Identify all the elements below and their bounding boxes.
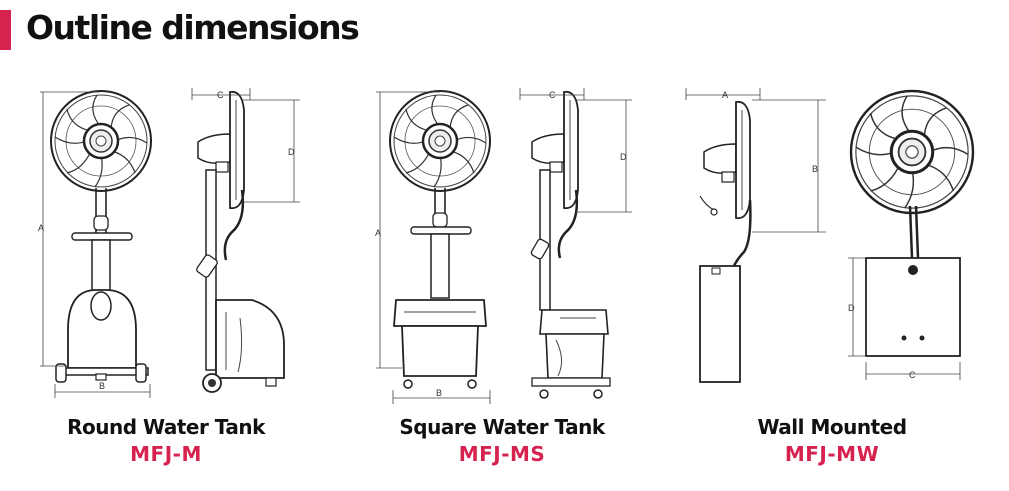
product-model: MFJ-M — [130, 442, 202, 466]
dim-label-a: A — [722, 90, 728, 100]
product-name: Round Water Tank — [67, 415, 265, 439]
fan-head-side — [703, 100, 751, 220]
dim-label-a: A — [38, 223, 44, 233]
round-tank-front-view: A B — [38, 89, 153, 398]
fan-head-side — [197, 90, 245, 210]
page-title: Outline dimensions — [26, 8, 360, 47]
dim-label-c: C — [549, 90, 556, 100]
dim-label-b: B — [812, 164, 818, 174]
dim-label-b: B — [436, 388, 442, 398]
square-tank-front-view: A B — [375, 89, 492, 404]
fan-head-front — [388, 89, 492, 193]
wall-mounted-front-view: D C — [848, 89, 975, 380]
fan-head-front — [849, 89, 975, 215]
fan-head-front — [49, 89, 153, 193]
product-model: MFJ-MW — [784, 442, 880, 466]
dim-label-c: C — [217, 90, 224, 100]
product-name: Wall Mounted — [757, 415, 907, 439]
fan-head-side — [531, 90, 579, 210]
dim-label-a: A — [375, 228, 381, 238]
product-caption-square-tank: Square Water Tank MFJ-MS — [372, 414, 632, 468]
title-accent-bar — [0, 10, 11, 50]
product-caption-wall-mounted: Wall Mounted MFJ-MW — [702, 414, 962, 468]
dim-label-b: B — [99, 381, 105, 391]
dim-label-d: D — [288, 147, 295, 157]
dim-label-d: D — [848, 303, 855, 313]
wall-mounted-side-view: A B — [685, 88, 826, 383]
square-tank-side-view: C D — [519, 88, 632, 399]
dim-label-c: C — [909, 370, 916, 380]
product-caption-round-tank: Round Water Tank MFJ-M — [36, 414, 296, 468]
product-name: Square Water Tank — [399, 415, 605, 439]
round-tank-side-view: C D — [191, 88, 300, 393]
dim-label-d: D — [620, 152, 627, 162]
product-model: MFJ-MS — [458, 442, 546, 466]
